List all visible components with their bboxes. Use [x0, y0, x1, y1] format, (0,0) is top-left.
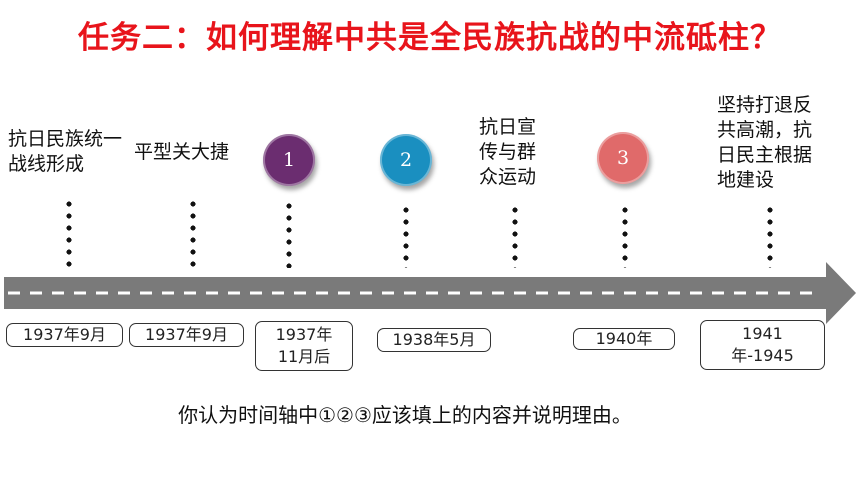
date-box: 1938年5月	[377, 328, 491, 352]
marker-circle-2: 2	[380, 134, 432, 186]
connector-dots	[403, 204, 409, 268]
event-label-propaganda: 抗日宣传与群众运动	[479, 116, 537, 188]
timeline-arrow	[4, 262, 856, 324]
marker-circle-3: 3	[597, 132, 649, 184]
connector-dots	[767, 204, 773, 268]
event-label-pingxingguan: 平型关大捷	[134, 141, 230, 163]
marker-circle-1: 1	[263, 134, 315, 186]
date-box: 1937年9月	[6, 323, 123, 347]
connector-dots	[190, 198, 196, 268]
date-box: 1941年-1945	[700, 320, 825, 370]
date-box: 1940年	[573, 328, 675, 350]
connector-dots	[512, 204, 518, 268]
question-text: 你认为时间轴中①②③应该填上的内容并说明理由。	[178, 403, 632, 427]
connector-dots	[622, 204, 628, 268]
event-label-repel-anticommunist: 坚持打退反共高潮，抗日民主根据地建设	[717, 94, 813, 191]
date-box: 1937年11月后	[255, 321, 353, 371]
date-box: 1937年9月	[129, 323, 244, 347]
page-title: 任务二：如何理解中共是全民族抗战的中流砥柱？	[78, 20, 782, 56]
connector-dots	[66, 198, 72, 268]
event-label-united-front: 抗日民族统一战线形成	[8, 128, 123, 175]
connector-dots	[286, 200, 292, 268]
